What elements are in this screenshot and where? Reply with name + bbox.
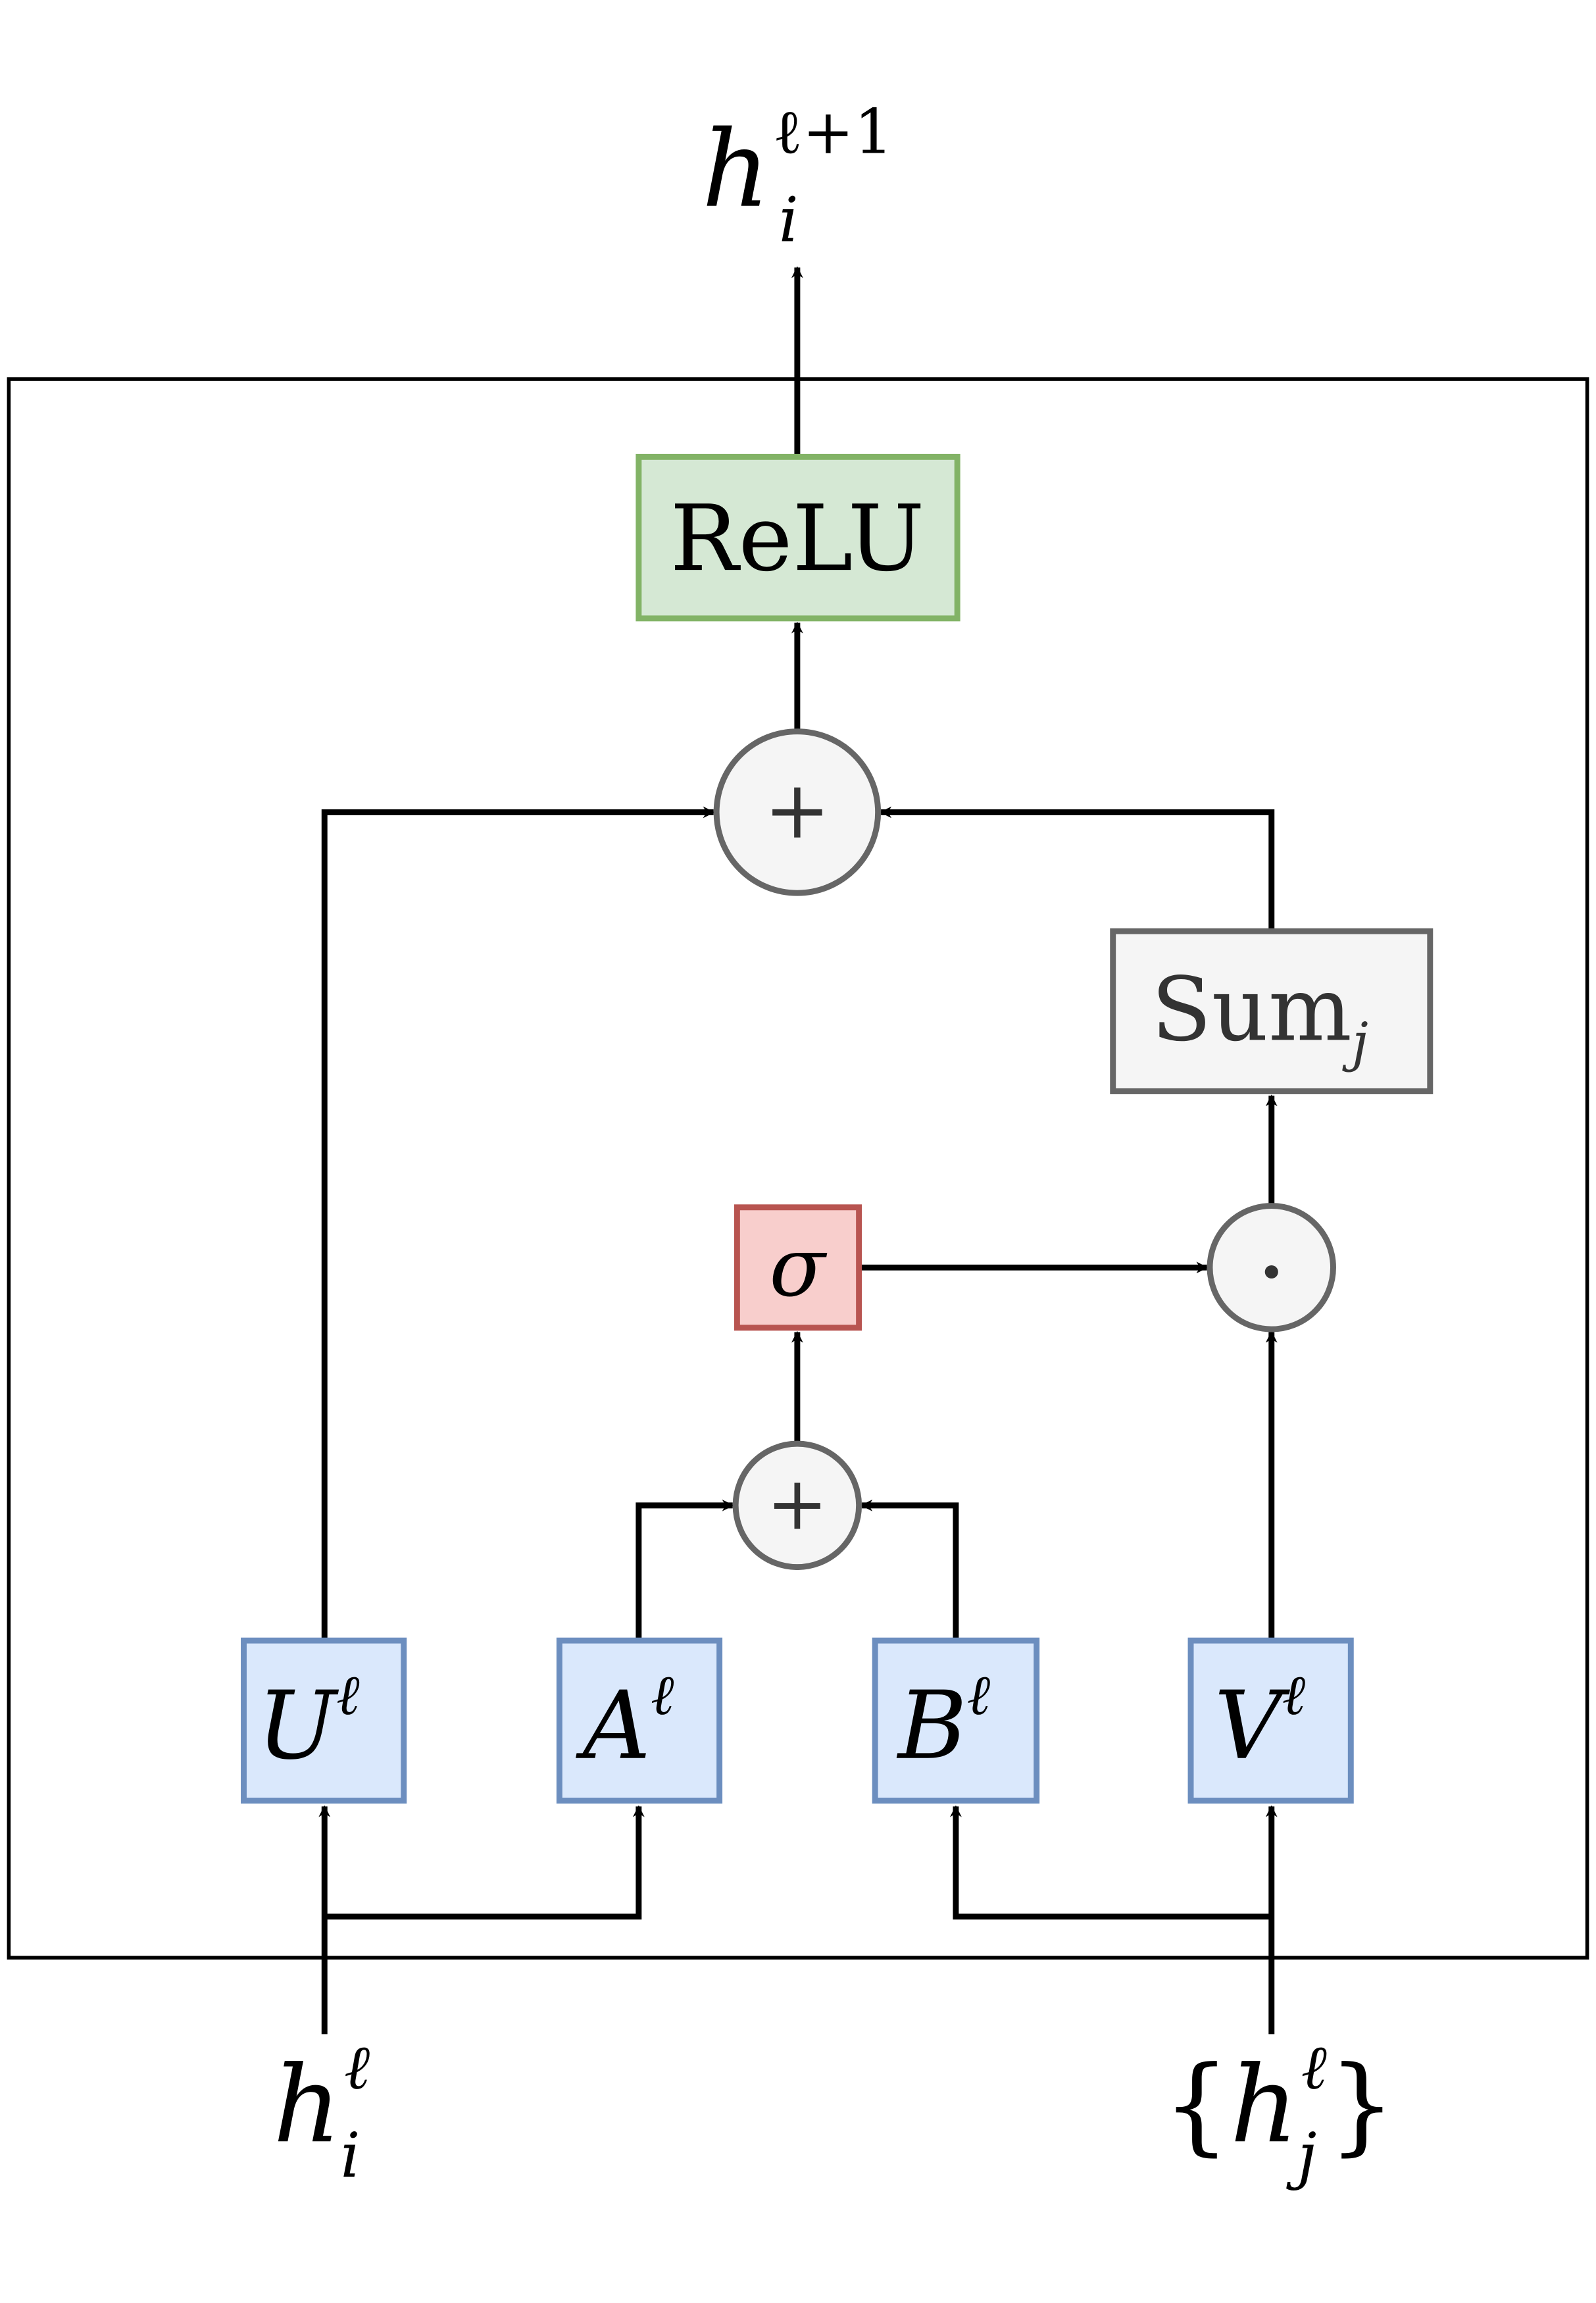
edge-U-to-plus-top [321, 806, 715, 1641]
V-label: V [1214, 1671, 1291, 1781]
output-subscript: i [779, 184, 799, 256]
svg-text:Vℓ: Vℓ [1214, 1662, 1305, 1781]
V-superscript: ℓ [1282, 1662, 1305, 1727]
plus-top-label: + [764, 764, 830, 856]
input-j-base: h [1230, 2043, 1299, 2166]
U-node: Uℓ [241, 1637, 407, 1804]
sum-label: Sum [1151, 958, 1352, 1061]
edge-A-to-plus-bottom [636, 1499, 734, 1641]
edge-B-to-plus-bottom [860, 1499, 959, 1641]
input-i-subscript: i [340, 2120, 360, 2192]
sigma-label: σ [769, 1220, 828, 1315]
input-j-superscript: ℓ [1301, 2032, 1327, 2104]
plus-bottom-label: + [766, 1461, 828, 1547]
A-superscript: ℓ [651, 1662, 674, 1727]
input-j-close-brace: } [1328, 2043, 1395, 2166]
A-node: Aℓ [556, 1637, 723, 1804]
sum-node-bottom: + [732, 1440, 862, 1571]
svg-text:Aℓ: Aℓ [576, 1662, 674, 1781]
hadamard-node [1207, 1203, 1336, 1332]
edge-hi-to-A [324, 1805, 645, 1920]
sigma-node: σ [734, 1204, 862, 1331]
hadamard-dot-icon [1264, 1265, 1278, 1279]
input-i-superscript: ℓ [344, 2032, 370, 2104]
svg-text:Bℓ: Bℓ [896, 1662, 990, 1781]
input-j-open-brace: { [1163, 2043, 1230, 2166]
edge-hj-to-B [949, 1805, 1272, 1920]
relu-label: ReLU [670, 486, 924, 592]
edge-sum-to-plus-top [880, 806, 1275, 932]
output-superscript: ℓ+1 [773, 96, 893, 168]
svg-text:Uℓ: Uℓ [257, 1662, 360, 1781]
input-i-base: h [273, 2043, 341, 2166]
B-superscript: ℓ [967, 1662, 990, 1727]
B-node: Bℓ [872, 1637, 1040, 1804]
V-node: Vℓ [1187, 1637, 1354, 1804]
edges [318, 266, 1278, 2035]
output-base: h [702, 108, 770, 231]
relu-node: ReLU [636, 453, 960, 622]
A-label: A [576, 1671, 651, 1781]
U-label: U [257, 1671, 339, 1781]
sum-node-top: + [713, 728, 882, 896]
sum-j-node: Sumj [1110, 928, 1434, 1094]
svg-text:Sumj: Sumj [1151, 958, 1368, 1073]
B-label: B [896, 1671, 967, 1781]
U-superscript: ℓ [336, 1662, 359, 1727]
